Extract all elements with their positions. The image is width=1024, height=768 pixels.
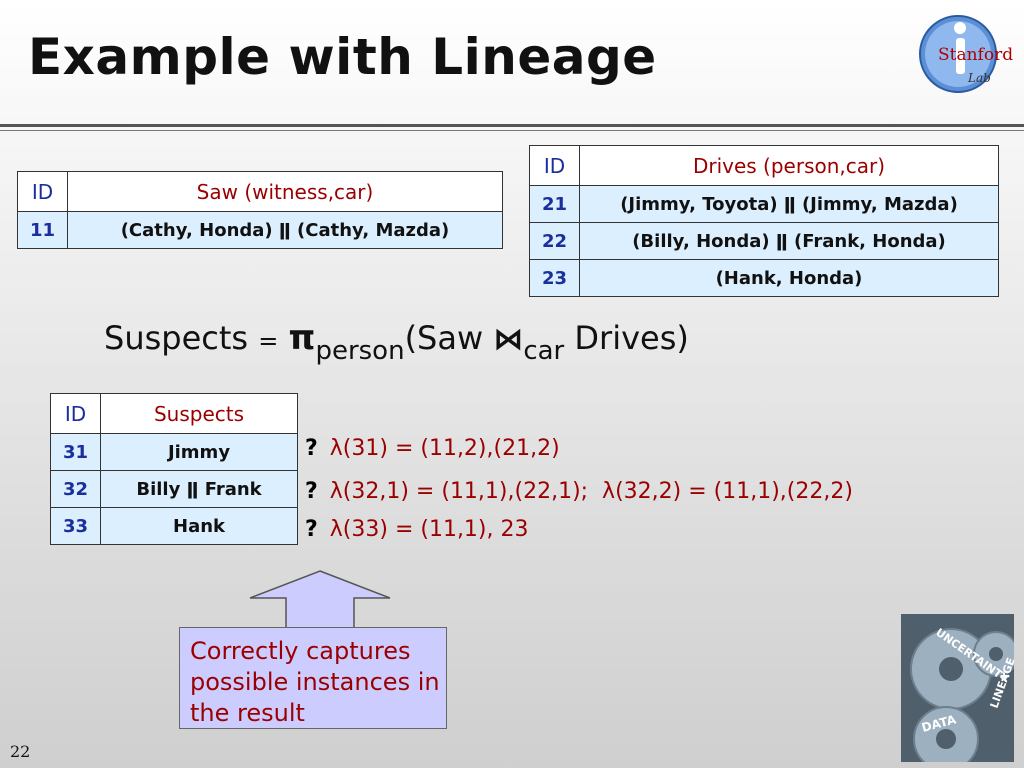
title-rule (0, 124, 1024, 127)
formula-eq: = (258, 327, 279, 355)
drives-row-value: (Jimmy, Toyota) ǁ (Jimmy, Mazda) (579, 185, 999, 223)
table-row: 21 (Jimmy, Toyota) ǁ (Jimmy, Mazda) (529, 185, 999, 223)
lineage-line: ? λ(33) = (11,1), 23 (305, 517, 529, 542)
saw-header-id: ID (17, 171, 68, 212)
formula-pi-sub: person (315, 336, 405, 366)
saw-header-relation: Saw (witness,car) (67, 171, 503, 212)
saw-table: ID Saw (witness,car) 11 (Cathy, Honda) ǁ… (17, 171, 503, 249)
formula-close: Drives) (574, 319, 689, 357)
saw-row-id: 11 (17, 211, 68, 249)
suspects-header-relation: Suspects (100, 393, 298, 434)
suspects-header-id: ID (50, 393, 101, 434)
saw-table-header: ID Saw (witness,car) (17, 171, 503, 212)
table-row: 23 (Hank, Honda) (529, 259, 999, 297)
page-number: 22 (10, 742, 31, 761)
drives-header-id: ID (529, 145, 580, 186)
suspects-row-id: 32 (50, 470, 101, 508)
saw-row-value: (Cathy, Honda) ǁ (Cathy, Mazda) (67, 211, 503, 249)
table-row: 22 (Billy, Honda) ǁ (Frank, Honda) (529, 222, 999, 260)
title-rule-thin (0, 130, 1024, 131)
drives-row-value: (Hank, Honda) (579, 259, 999, 297)
drives-row-value: (Billy, Honda) ǁ (Frank, Honda) (579, 222, 999, 260)
suspects-row-value: Billy ǁ Frank (100, 470, 298, 508)
lineage-line: ? λ(31) = (11,2),(21,2) (305, 436, 560, 461)
slide-title: Example with Lineage (28, 28, 657, 86)
suspects-table: ID Suspects 31 Jimmy 32 Billy ǁ Frank 33… (50, 393, 298, 545)
lineage-marker: ? (305, 436, 318, 461)
formula-join: ⋈ (493, 322, 524, 357)
stanford-lab-logo: Stanford Lab (919, 15, 1013, 93)
drives-table-header: ID Drives (person,car) (529, 145, 999, 186)
drives-row-id: 21 (529, 185, 580, 223)
drives-row-id: 22 (529, 222, 580, 260)
logo-sub-text: Lab (967, 71, 991, 85)
table-row: 32 Billy ǁ Frank (50, 470, 298, 508)
formula-join-sub: car (523, 336, 565, 366)
up-arrow-icon (249, 570, 391, 630)
lineage-marker: ? (305, 479, 318, 504)
formula-pi: π (288, 318, 316, 358)
lineage-text: λ(33) = (11,1), 23 (329, 517, 529, 542)
lineage-line: ? λ(32,1) = (11,1),(22,1); λ(32,2) = (11,… (305, 479, 853, 504)
drives-row-id: 23 (529, 259, 580, 297)
formula-lhs: Suspects (104, 319, 249, 357)
drives-table: ID Drives (person,car) 21 (Jimmy, Toyota… (529, 145, 999, 297)
gears-badge-icon: UNCERTAINTY LINEAGE DATA (901, 614, 1014, 762)
callout-box: Correctly captures possible instances in… (179, 627, 447, 729)
formula-open: (Saw (404, 319, 484, 357)
table-row: 11 (Cathy, Honda) ǁ (Cathy, Mazda) (17, 211, 503, 249)
drives-header-relation: Drives (person,car) (579, 145, 999, 186)
logo-text: Stanford (938, 45, 1013, 65)
table-row: 31 Jimmy (50, 433, 298, 471)
suspects-row-id: 31 (50, 433, 101, 471)
lineage-text: λ(31) = (11,2),(21,2) (329, 436, 560, 461)
lineage-text: λ(32,1) = (11,1),(22,1); λ(32,2) = (11,1… (329, 479, 853, 504)
suspects-table-header: ID Suspects (50, 393, 298, 434)
suspects-row-value: Jimmy (100, 433, 298, 471)
table-row: 33 Hank (50, 507, 298, 545)
lineage-marker: ? (305, 517, 318, 542)
suspects-row-value: Hank (100, 507, 298, 545)
suspects-row-id: 33 (50, 507, 101, 545)
suspects-formula: Suspects = πperson(Saw ⋈car Drives) (104, 318, 689, 366)
